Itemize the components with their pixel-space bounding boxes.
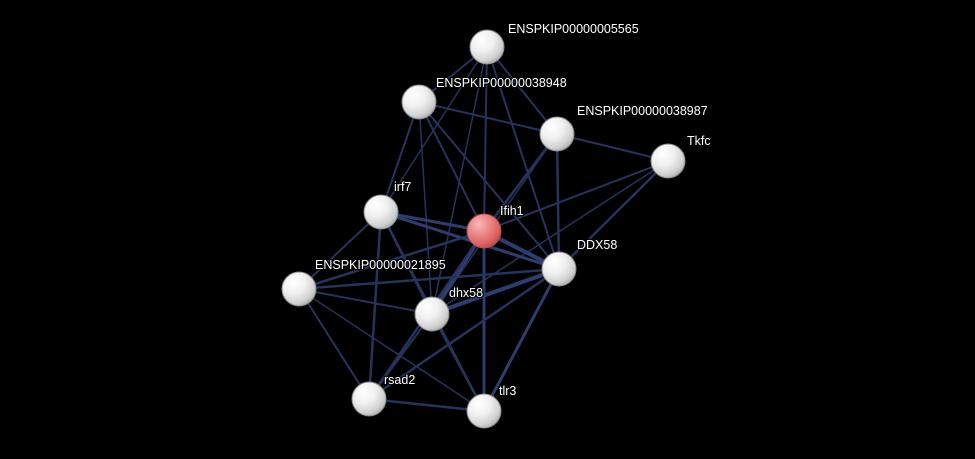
node-label-rsad2: rsad2 xyxy=(384,373,415,387)
node-label-enspkip00000021895: ENSPKIP00000021895 xyxy=(315,258,446,272)
node-enspkip00000021895[interactable] xyxy=(281,271,317,307)
node-dhx58[interactable] xyxy=(414,296,450,332)
node-label-tlr3: tlr3 xyxy=(499,384,516,398)
edge-enspkip00000005565-ifih1[interactable] xyxy=(483,46,488,232)
node-tkfc[interactable] xyxy=(650,143,686,179)
edge-ifih1-enspkip00000021895[interactable] xyxy=(297,229,486,291)
node-enspkip00000038948[interactable] xyxy=(401,84,437,120)
nodes-layer xyxy=(281,29,686,429)
edge-enspkip00000038987-ddx58[interactable] xyxy=(555,132,561,271)
edge-enspkip00000005565-irf7[interactable] xyxy=(380,46,488,213)
node-rsad2[interactable] xyxy=(351,381,387,417)
node-ddx58[interactable] xyxy=(541,251,577,287)
edge-enspkip00000038948-enspkip00000038987[interactable] xyxy=(418,101,558,135)
edge-ddx58-rsad2[interactable] xyxy=(367,267,561,401)
edge-ddx58-tlr3[interactable] xyxy=(482,267,561,413)
edge-enspkip00000021895-tlr3[interactable] xyxy=(298,288,485,412)
edge-rsad2-tlr3[interactable] xyxy=(367,397,486,413)
edge-enspkip00000021895-rsad2[interactable] xyxy=(298,288,370,400)
edge-tkfc-dhx58[interactable] xyxy=(431,160,669,315)
edge-tkfc-ddx58[interactable] xyxy=(557,159,670,271)
edge-enspkip00000038987-tkfc[interactable] xyxy=(556,133,669,162)
edge-dhx58-tlr3[interactable] xyxy=(430,312,486,413)
node-label-irf7: irf7 xyxy=(394,180,411,194)
node-label-tkfc: Tkfc xyxy=(687,134,711,148)
node-label-ddx58: DDX58 xyxy=(577,238,617,252)
edge-tkfc-ifih1[interactable] xyxy=(483,160,669,232)
node-ifih1[interactable] xyxy=(466,213,502,249)
node-tlr3[interactable] xyxy=(466,393,502,429)
edge-ddx58-enspkip00000021895[interactable] xyxy=(297,267,561,291)
edge-enspkip00000021895-dhx58[interactable] xyxy=(298,288,433,315)
edge-ddx58-dhx58[interactable] xyxy=(430,267,561,316)
edge-enspkip00000038948-irf7[interactable] xyxy=(380,101,420,213)
edge-enspkip00000038948-dhx58[interactable] xyxy=(418,101,433,315)
node-irf7[interactable] xyxy=(363,194,399,230)
edges-layer xyxy=(297,46,670,413)
edge-enspkip00000038948-ddx58[interactable] xyxy=(418,101,560,270)
node-enspkip00000038987[interactable] xyxy=(539,116,575,152)
node-label-dhx58: dhx58 xyxy=(449,286,483,300)
edge-enspkip00000038948-ifih1[interactable] xyxy=(418,101,485,232)
edge-enspkip00000005565-enspkip00000038987[interactable] xyxy=(486,46,558,135)
node-label-enspkip00000038987: ENSPKIP00000038987 xyxy=(577,104,708,118)
labels-layer: ENSPKIP00000005565ENSPKIP00000038948ENSP… xyxy=(314,21,712,400)
node-label-enspkip00000005565: ENSPKIP00000005565 xyxy=(508,22,639,36)
node-label-enspkip00000038948: ENSPKIP00000038948 xyxy=(436,76,567,90)
edge-enspkip00000038987-ifih1[interactable] xyxy=(482,132,559,233)
edge-irf7-rsad2[interactable] xyxy=(367,210,383,401)
edge-dhx58-rsad2[interactable] xyxy=(368,313,433,400)
node-label-ifih1: Ifih1 xyxy=(500,204,524,218)
edge-enspkip00000005565-ddx58[interactable] xyxy=(486,46,560,270)
node-enspkip00000005565[interactable] xyxy=(469,29,505,65)
edge-irf7-enspkip00000021895[interactable] xyxy=(298,211,382,290)
